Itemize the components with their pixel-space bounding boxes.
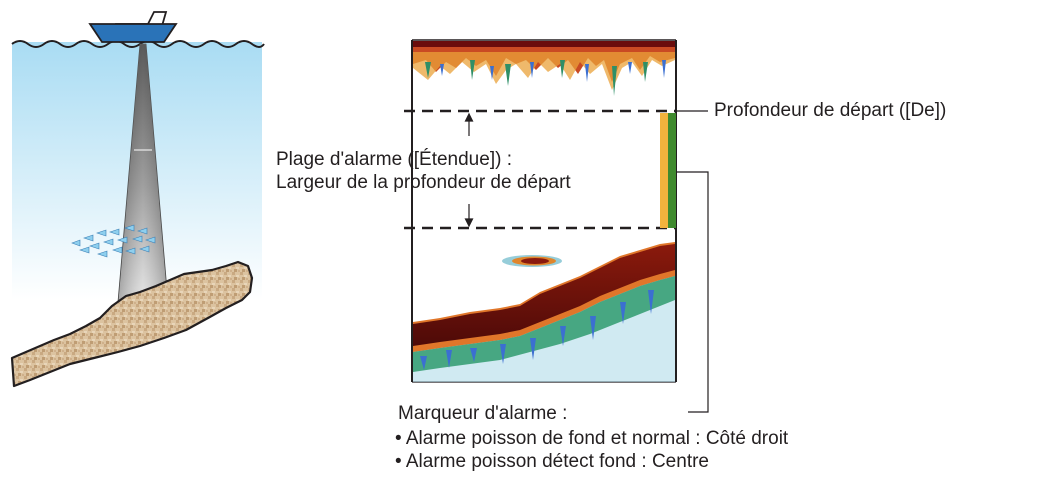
alarm-marker-green: [668, 113, 676, 228]
start-depth-label: Profondeur de départ ([De]): [714, 100, 947, 121]
alarm-range-label-line1: Plage d'alarme ([Étendue]) :: [276, 149, 512, 170]
alarm-marker-positions: • Alarme poisson de fond et normal : Côt…: [395, 427, 788, 473]
seabed: [10, 260, 254, 388]
boat-hull: [88, 23, 178, 43]
sonar-beam-shade: [118, 44, 168, 302]
surface-clutter: [413, 41, 675, 96]
fish-school: [71, 224, 156, 258]
bottom-echo: [413, 242, 675, 382]
alarm-marker-label: Marqueur d'alarme :: [398, 403, 568, 424]
alarm-marker-position-item: • Alarme poisson de fond et normal : Côt…: [395, 428, 789, 449]
alarm-marker-leader: [676, 171, 709, 413]
alarm-range-label-line2: Largeur de la profondeur de départ: [276, 172, 571, 193]
boat: [88, 11, 178, 43]
alarm-marker-yellow: [660, 113, 668, 228]
alarm-marker-position-item: • Alarme poisson détect fond : Centre: [395, 451, 709, 472]
left-illustration: [10, 11, 265, 388]
echo-display: [404, 39, 677, 383]
fish-echo: [502, 255, 562, 267]
alarm-range-arrows: [464, 112, 474, 228]
